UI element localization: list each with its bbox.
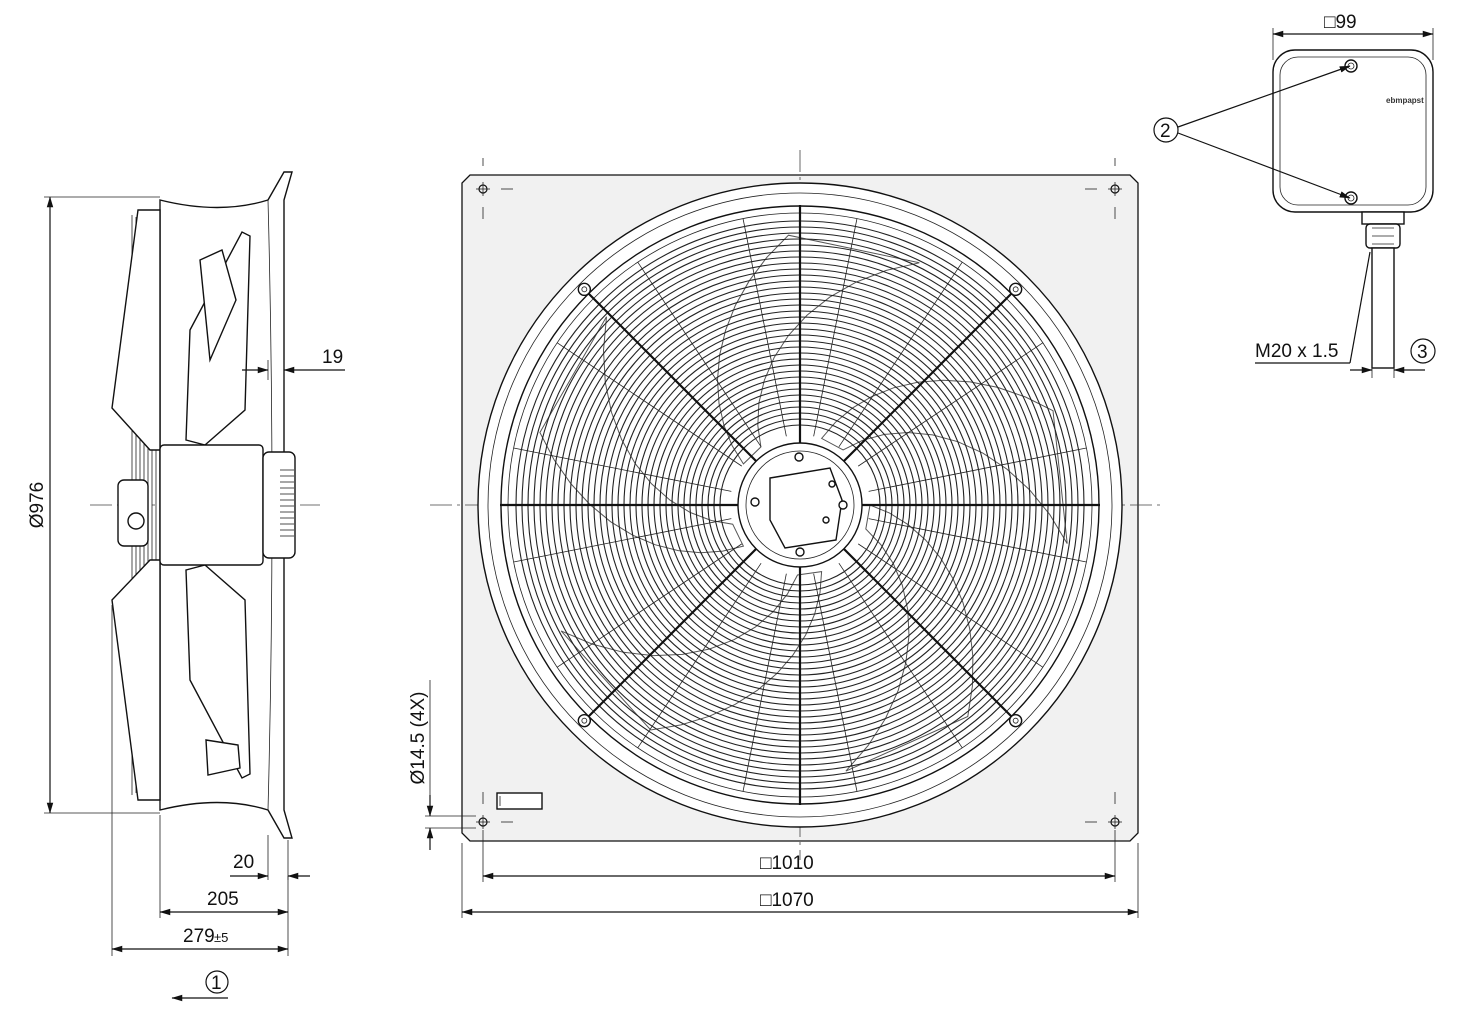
motor-rotor [262, 451, 296, 559]
guard-wire [857, 543, 1044, 668]
side-view: Ø976 19 20 205 279 ±5 1 [27, 171, 345, 1002]
guard-spokes [500, 205, 1100, 805]
screw-head-icon [1344, 191, 1358, 205]
screw-slot [1012, 717, 1019, 724]
cable-gland [1361, 211, 1405, 225]
fan-shell-upper [111, 209, 161, 451]
dim-mounting-holes: Ø14.5 (4X) [408, 692, 429, 785]
guard-wire [556, 543, 743, 668]
callout-2: 2 [1160, 121, 1171, 142]
motor-terminal-plate [769, 467, 843, 549]
dim-flange-depth: 20 [233, 852, 254, 873]
mounting-holes [476, 182, 1122, 829]
screw-slot [1012, 286, 1019, 293]
fan-shell-lower [111, 559, 161, 801]
hub-bolt-b [822, 516, 830, 524]
screw-slot [581, 286, 588, 293]
screw-head-icon [577, 713, 592, 728]
guard-wire [513, 518, 732, 563]
screw-head-icon [1008, 282, 1023, 297]
dim-guard-offset: 19 [322, 347, 343, 368]
dim-fan-diameter: Ø976 [27, 482, 48, 528]
guard-wire [857, 342, 1044, 467]
guard-wire [637, 261, 762, 448]
fan-blade [716, 234, 920, 465]
terminal-box [1272, 49, 1434, 213]
guard-spoke [843, 292, 1013, 462]
guard-screws [577, 282, 1023, 728]
screw-slot [581, 717, 588, 724]
callout-3: 3 [1417, 342, 1428, 363]
motor-body [159, 444, 264, 566]
dim-housing-depth: 205 [207, 889, 239, 910]
callout-3-circle [1410, 338, 1436, 364]
guard-wire [813, 218, 858, 437]
hub-bolt-a [828, 480, 836, 488]
screw-head-icon [1008, 713, 1023, 728]
motor-fins [280, 469, 294, 537]
screw-head-icon [577, 282, 592, 297]
blade-upper-2 [199, 249, 237, 363]
guard-wire [513, 447, 732, 492]
nameplate [496, 792, 543, 810]
guard-wire [868, 447, 1087, 492]
fan-blade [820, 379, 1068, 544]
dim-cable-gland: M20 x 1.5 [1255, 341, 1338, 362]
hub-bolt-bottom [795, 547, 805, 557]
fan-blade [845, 504, 974, 772]
blade-lower-2 [205, 739, 241, 776]
blade-lower [185, 564, 251, 779]
guard-wire [742, 573, 787, 792]
front-view: □1010 □1070 Ø14.5 (4X) [408, 150, 1165, 918]
callout-1: 1 [211, 973, 222, 994]
hub-bolt-right [838, 500, 848, 510]
dim-terminal-box: □99 [1324, 12, 1357, 33]
guard-wire [556, 342, 743, 467]
cable [1371, 247, 1395, 369]
guard-wire [868, 518, 1087, 563]
guard-wire [813, 573, 858, 792]
gland-icon [127, 512, 145, 530]
brand-logo: ebmpapst [1386, 96, 1424, 105]
hub-bolt-top [794, 452, 804, 462]
hub-bolt-left [750, 497, 760, 507]
guard-spoke [843, 548, 1013, 718]
callout-1-circle [205, 970, 229, 994]
dim-plate-square: □1070 [760, 890, 814, 911]
guard-spoke [587, 292, 757, 462]
dim-bolt-square: □1010 [760, 853, 814, 874]
dim-overall-depth-tolerance: ±5 [214, 930, 228, 945]
guard-wire [742, 218, 787, 437]
guard-spoke [587, 548, 757, 718]
fan-blade [560, 571, 823, 731]
dim-overall-depth: 279 [183, 926, 215, 947]
screw-head-icon [1344, 59, 1358, 73]
guard-wire [838, 562, 963, 749]
guard-wire [637, 562, 762, 749]
guard-wire [838, 261, 963, 448]
callout-2-circle [1153, 117, 1179, 143]
terminal-box-detail: ebmpapst □99 2 M20 x 1.5 3 [1153, 12, 1436, 378]
